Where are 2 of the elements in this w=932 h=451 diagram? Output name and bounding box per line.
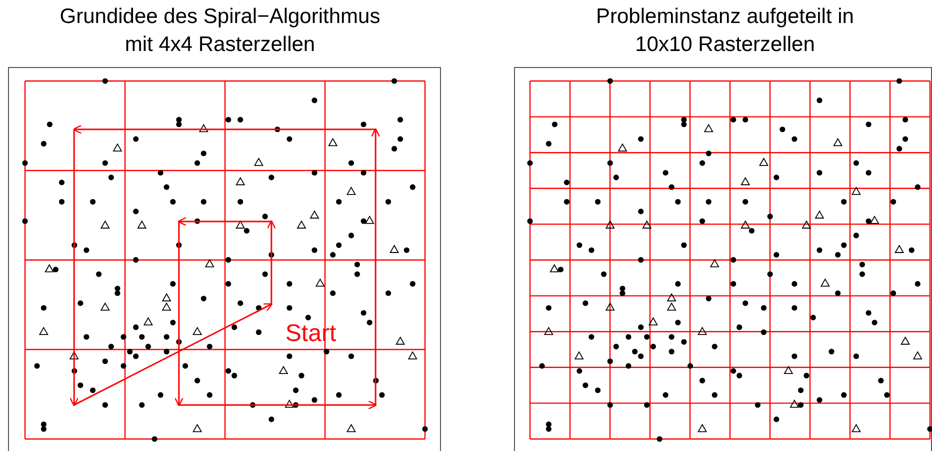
- panel-title: Grundidee des Spiral−Algorithmus mit 4x4 Rasterzellen: [58, 4, 382, 58]
- panel-title: Probleminstanz aufgeteilt in 10x10 Rasterzellen: [595, 4, 855, 58]
